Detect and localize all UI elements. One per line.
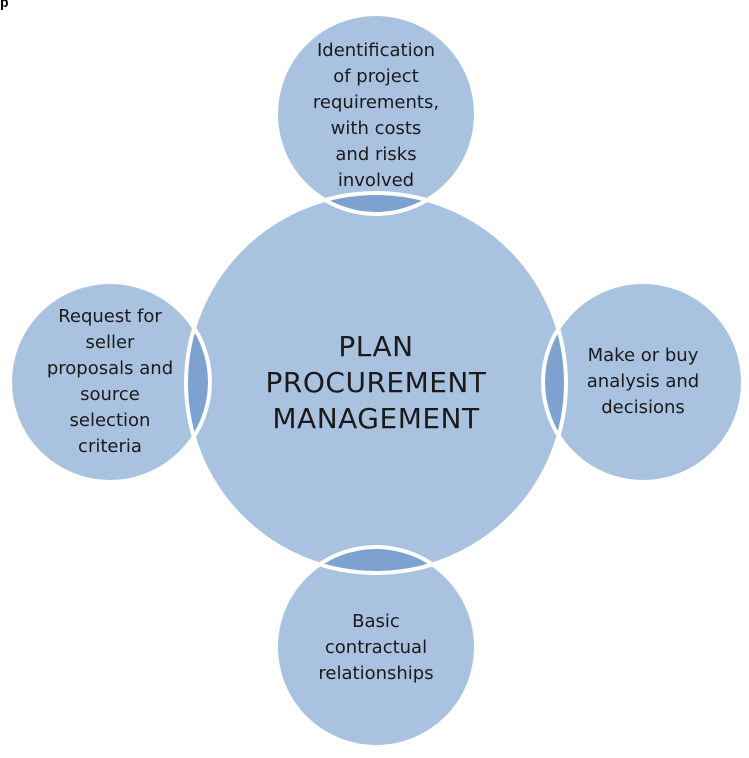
top-circle [276, 14, 476, 214]
right-circle-outline [541, 280, 745, 484]
left-circle-outline [8, 280, 212, 484]
center-circle [186, 193, 566, 573]
center-label: PLAN PROCUREMENT MANAGEMENT [265, 330, 487, 435]
bottom-label: Basic contractual relationships [318, 611, 434, 684]
center-circle-outline [184, 191, 568, 575]
cropped-heading-fragment: p [0, 0, 9, 10]
left-circle [10, 282, 210, 482]
bottom-circle-outline [274, 545, 478, 749]
top-circle-outline [274, 12, 478, 216]
right-label: Make or buy analysis and decisions [586, 345, 700, 418]
left-label: Request for seller proposals and source … [46, 306, 174, 457]
right-circle [543, 282, 743, 482]
bottom-circle [276, 547, 476, 747]
top-label: Identification of project requirements, … [312, 40, 440, 191]
